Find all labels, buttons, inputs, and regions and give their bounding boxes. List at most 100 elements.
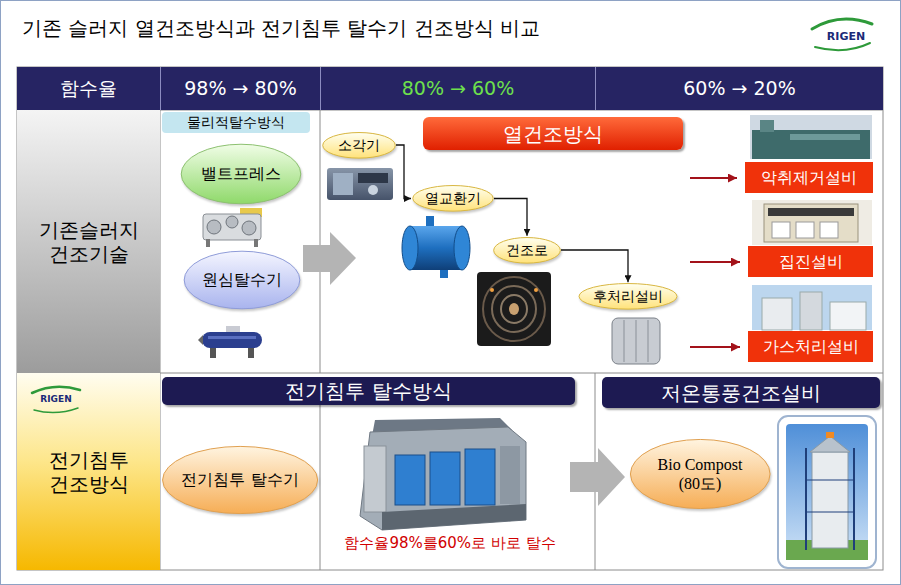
flow-arrow [494, 198, 527, 235]
node-text: 집진설비 [779, 252, 843, 271]
node-text: 열건조방식 [503, 122, 603, 146]
node-text: 전기침투 탈수방식 [285, 379, 451, 403]
dust-collector-photo [796, 222, 814, 238]
odor-removal-photo [750, 115, 872, 159]
heat-exchanger-picture [402, 226, 418, 270]
centrifuge-picture [202, 332, 262, 348]
incinerator-picture [333, 173, 353, 195]
drying-furnace-picture [534, 288, 538, 292]
flow-arrow [396, 145, 411, 199]
post-treatment-picture [612, 318, 660, 364]
product-ellipse: Bio Compost (80도) [629, 438, 772, 510]
centrifuge-picture [248, 348, 254, 358]
output-arrow [690, 346, 740, 348]
centrifuge-picture [208, 336, 256, 339]
node-text: 후처리설비 [593, 288, 663, 305]
equipment-ellipse: 전기침투 탈수기 [161, 445, 319, 515]
drying-furnace-picture [509, 303, 519, 315]
text-group: 기존슬러지 건조기술 [29, 218, 149, 266]
text-group: 악취제거설비 [761, 168, 857, 187]
node-text: 소각기 [338, 137, 380, 154]
output-arrow [690, 178, 740, 347]
node-text: 열교환기 [425, 190, 481, 207]
ellipse-fill [579, 284, 677, 310]
text-group: 건조로 [506, 242, 548, 259]
electro-osmosis-dewaterer-picture [360, 418, 526, 530]
equipment-ellipse: 밸트프레스 [180, 143, 302, 205]
drying-furnace-picture [483, 277, 545, 341]
ellipse-fill [413, 186, 493, 212]
belt-press-picture [203, 208, 262, 247]
text-group: 80% → 60% [402, 77, 514, 100]
ellipse-fill [630, 439, 770, 508]
tower-dryer-photo [778, 416, 876, 568]
header-cell: 80% → 60% [320, 67, 595, 110]
text-group: 가스처리설비 [763, 337, 859, 356]
electro-osmosis-dewaterer-picture [500, 446, 520, 504]
node-text: 함수율 [60, 77, 117, 100]
header-cell: 60% → 20% [595, 67, 883, 110]
gas-treatment-photo [762, 298, 792, 330]
incinerator-picture [358, 173, 388, 183]
company-logo-mark [815, 43, 870, 50]
drying-furnace-picture [477, 272, 551, 346]
company-logo-mark [32, 387, 80, 393]
tower-dryer-photo [853, 448, 855, 550]
process-ellipse: 열교환기 [412, 185, 494, 212]
gas-treatment-photo [752, 285, 872, 330]
node-text: 악취제거설비 [761, 168, 857, 187]
output-arrow [690, 261, 740, 263]
node-text: 80% → 60% [402, 77, 514, 100]
process-ellipse: 소각기 [322, 132, 396, 159]
flow-arrow [561, 250, 628, 282]
node-text: 물리적탈수방식 [187, 114, 285, 131]
tower-dryer-photo [810, 436, 850, 452]
belt-press-picture [254, 239, 258, 247]
block-arrow [570, 448, 625, 506]
electro-osmosis-dewaterer-picture [430, 452, 460, 505]
text-group: 소각기 [338, 137, 380, 154]
text-group: 전기침투 탈수방식 [285, 379, 451, 403]
centrifuge-picture [210, 348, 216, 358]
text-group: Bio Compost (80도) [648, 455, 753, 493]
odor-removal-photo [752, 130, 870, 159]
table-grid [320, 404, 321, 570]
electro-osmosis-dewaterer-picture [382, 504, 526, 530]
node-text: 전기침투 건조방식 [29, 448, 149, 496]
belt-press-picture [206, 239, 210, 247]
process-ellipse: 건조로 [493, 237, 561, 264]
row-header-cell: 전기침투 건조방식 [17, 373, 160, 570]
text-group: 함수율 [60, 77, 117, 100]
odor-removal-photo [750, 115, 872, 159]
dust-collector-photo [772, 222, 790, 238]
incinerator-picture [327, 168, 393, 200]
post-treatment-picture [624, 320, 625, 362]
dust-collector-photo [768, 208, 854, 216]
company-logo-mark [34, 408, 78, 413]
centrifuge-picture [198, 326, 262, 358]
equipment-ellipse: 원심탈수기 [183, 250, 301, 310]
ellipse-fill [184, 251, 300, 309]
row-header-cell: 기존슬러지 건조기술 [17, 110, 160, 373]
post-treatment-picture [636, 320, 637, 362]
process-ellipse: 후처리설비 [578, 283, 678, 310]
method-banner: 열건조방식 [423, 117, 683, 150]
belt-press-picture [203, 214, 261, 240]
node-text: 원심탈수기 [202, 270, 282, 289]
odor-removal-photo [790, 134, 860, 140]
logo-wordmark: RIGEN [40, 394, 71, 405]
tower-dryer-photo [812, 452, 848, 548]
heat-exchanger-picture [454, 226, 470, 270]
heat-exchanger-picture [426, 216, 434, 226]
node-text: 밸트프레스 [201, 164, 281, 183]
table-grid [17, 67, 883, 570]
drying-furnace-picture [492, 286, 536, 332]
post-treatment-picture [648, 320, 649, 362]
electro-osmosis-dewaterer-picture [364, 446, 386, 512]
table-grid [320, 110, 321, 373]
centrifuge-picture [198, 335, 203, 345]
text-group: 전기침투 탈수기 [181, 470, 298, 489]
tower-dryer-photo [806, 512, 854, 513]
